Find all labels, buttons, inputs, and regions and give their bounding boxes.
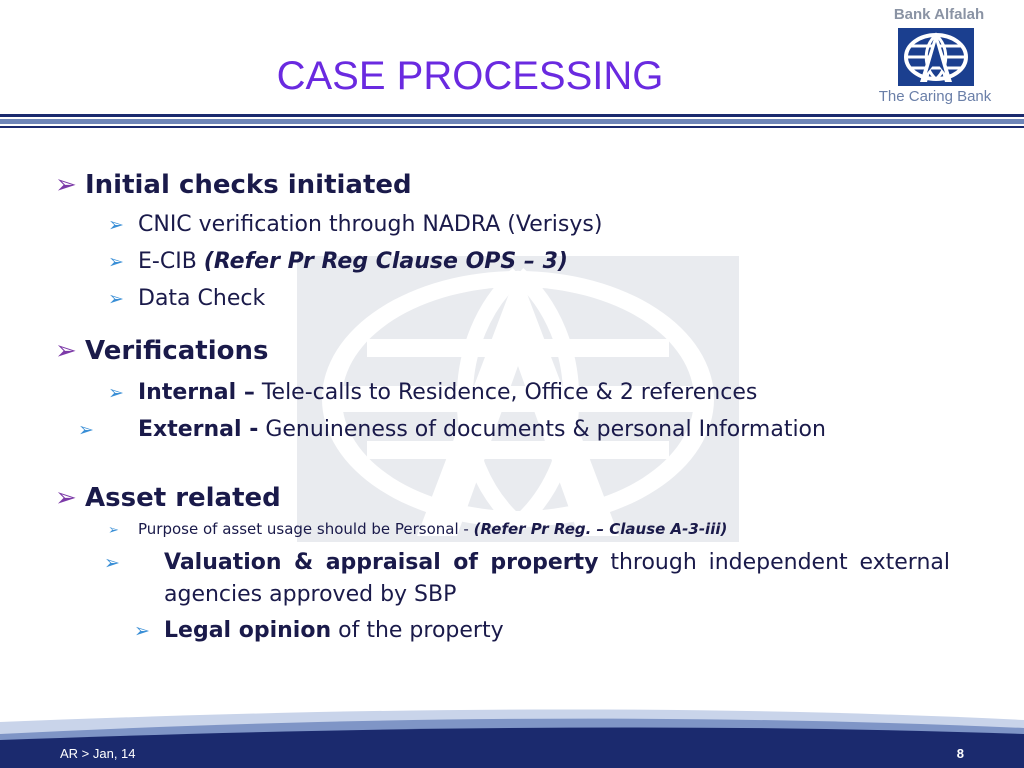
footer-date: AR > Jan, 14 [60,746,136,761]
arrow-bullet-icon: ➢ [108,523,119,538]
arrow-bullet-icon: ➢ [104,552,120,574]
arrow-bullet-icon: ➢ [55,336,77,366]
arrow-bullet-icon: ➢ [78,419,94,441]
arrow-bullet-icon: ➢ [108,288,124,310]
arrow-bullet-icon: ➢ [108,382,124,404]
footer-wave [0,709,1024,768]
sub-bullet-asset-usage: ➢Purpose of asset usage should be Person… [108,520,728,538]
page-title: CASE PROCESSING [276,54,664,98]
watermark-logo [297,256,739,542]
header-divider [0,114,1024,128]
sub-bullet-legal-opinion: ➢Legal opinion of the property [134,615,920,647]
bullet-asset-related: ➢Asset related [55,483,281,513]
sub-bullet-ecib: ➢E-CIB (Refer Pr Reg Clause OPS – 3) [108,246,920,278]
arrow-bullet-icon: ➢ [108,214,124,236]
brand-tagline: The Caring Bank [878,88,992,105]
arrow-bullet-icon: ➢ [108,251,124,273]
arrow-bullet-icon: ➢ [134,620,150,642]
bank-logo-icon [898,28,974,86]
brand-name: Bank Alfalah [893,6,985,23]
bullet-initial-checks: ➢Initial checks initiated [55,170,412,200]
brand-logo: Bank Alfalah The Caring Bank [844,6,1004,105]
bullet-verifications: ➢Verifications [55,336,269,366]
sub-bullet-internal: ➢Internal – Tele-calls to Residence, Off… [108,377,920,409]
sub-bullet-external: ➢External - Genuineness of documents & p… [78,414,950,446]
arrow-bullet-icon: ➢ [55,170,77,200]
sub-bullet-valuation: ➢Valuation & appraisal of property throu… [104,550,951,607]
sub-bullet-data-check: ➢Data Check [108,283,920,315]
page-number: 8 [956,746,964,761]
sub-bullet-cnic: ➢CNIC verification through NADRA (Verisy… [108,209,920,241]
arrow-bullet-icon: ➢ [55,483,77,513]
